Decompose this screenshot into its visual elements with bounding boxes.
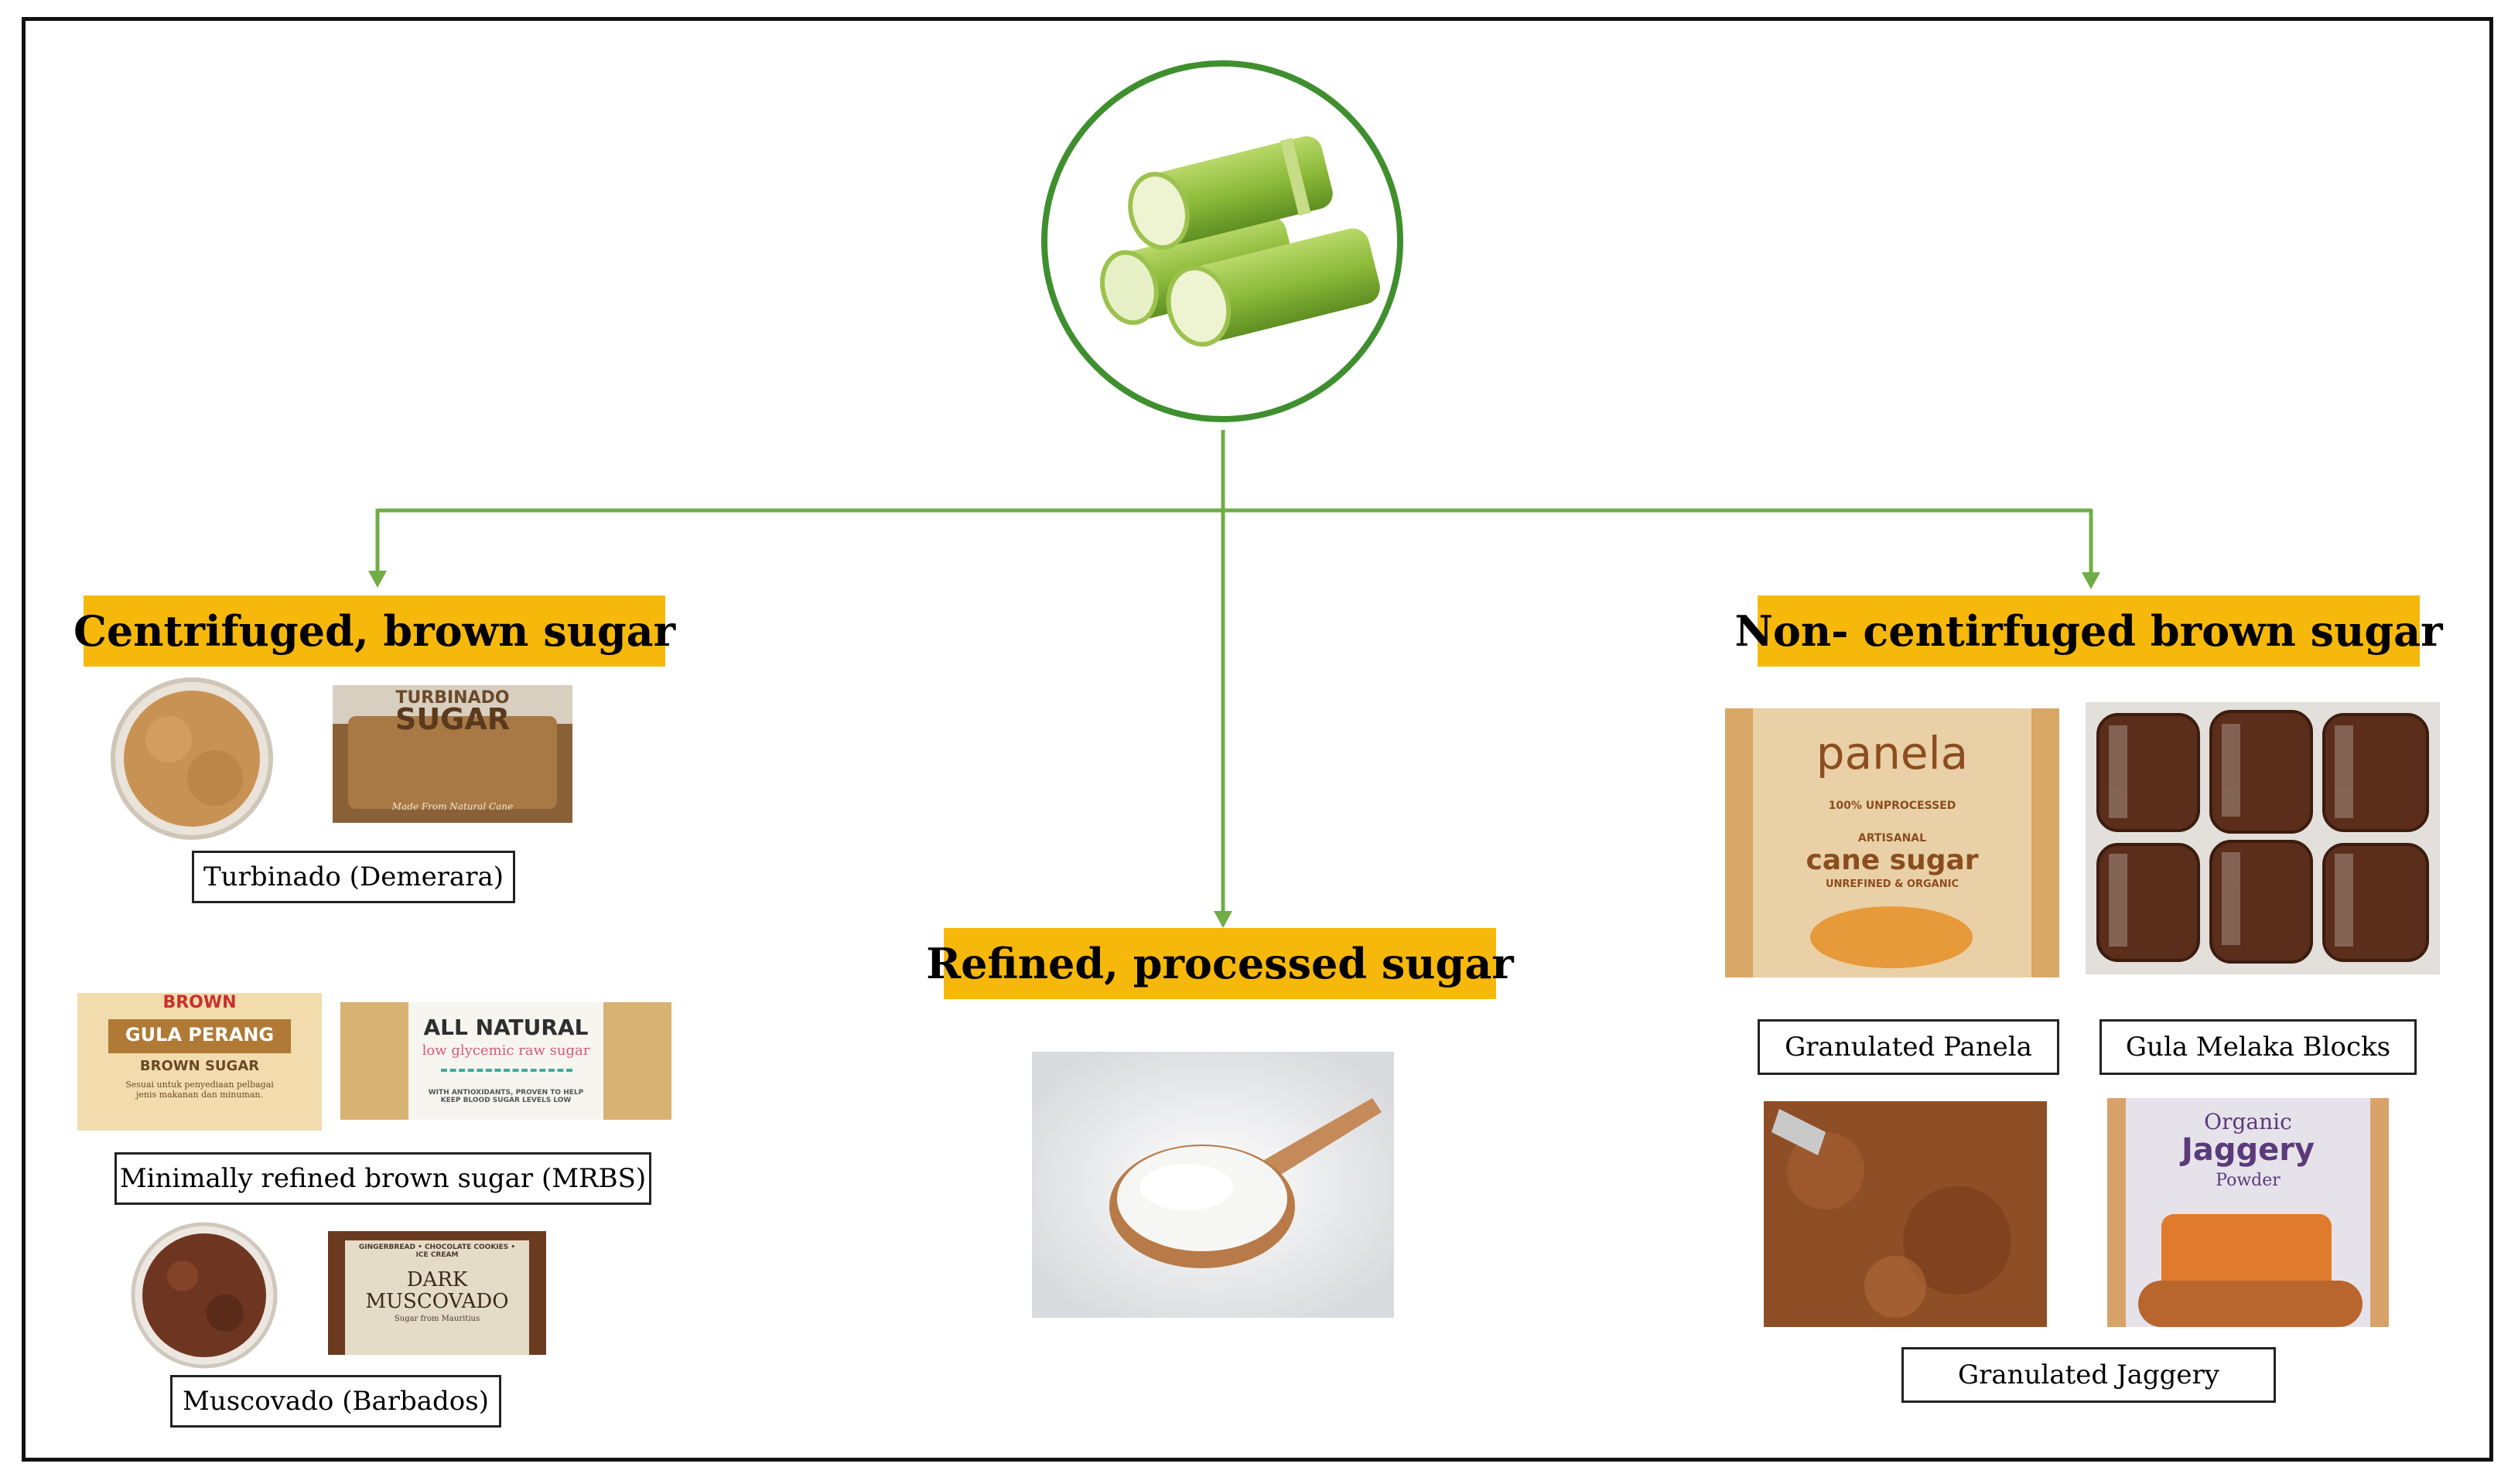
panela-label: Granulated Panela: [1758, 1019, 2059, 1075]
all-natural-line1: ALL NATURAL: [423, 1015, 589, 1040]
sugarcane-icon: [1100, 136, 1380, 347]
dark-muscovado-top: GINGERBREAD • CHOCOLATE COOKIES • ICE CR…: [358, 1243, 516, 1259]
turbinado-label: Turbinado (Demerara): [192, 851, 515, 903]
turbinado-bag-line3: Made From Natural Cane: [391, 801, 514, 812]
gula-perang-line1: GULA PERANG: [125, 1024, 275, 1046]
gula-melaka-label: Gula Melaka Blocks: [2099, 1019, 2417, 1075]
panela-brand: panela: [1816, 727, 1969, 780]
panela-line3: cane sugar: [1806, 844, 1979, 876]
jaggery-powder-image: [1764, 1101, 2047, 1327]
gula-melaka-image: [2086, 702, 2440, 974]
centrifuged-heading: Centrifuged, brown sugar: [73, 595, 675, 667]
dark-muscovado-image: GINGERBREAD • CHOCOLATE COOKIES • ICE CR…: [328, 1231, 546, 1355]
dark-muscovado-line3: Sugar from Mauritius: [394, 1315, 480, 1323]
left-arrowhead: [368, 571, 387, 588]
non-centrifuged-heading: Non- centirfuged brown sugar: [1734, 595, 2443, 667]
jaggery-bag-line3: Powder: [2216, 1171, 2281, 1190]
gula-perang-line3: Sesuai untuk penyediaan pelbagai jenis m…: [125, 1080, 274, 1100]
turbinado-bag-line1: TURBINADO: [395, 688, 510, 708]
sugarcane-circle: [1041, 60, 1403, 422]
dark-muscovado-line1: DARK: [406, 1268, 468, 1291]
jaggery-bag-line2: Jaggery: [2181, 1132, 2315, 1168]
gula-perang-image: BROWN GULA PERANG BROWN SUGAR Sesuai unt…: [77, 993, 322, 1131]
muscovado-bowl-image: [128, 1222, 280, 1369]
turbinado-bag-line2: SUGAR: [395, 702, 511, 736]
all-natural-line3: WITH ANTIOXIDANTS, PROVEN TO HELP KEEP B…: [428, 1089, 584, 1104]
jaggery-bag-image: Organic Jaggery Powder: [2107, 1098, 2389, 1327]
jaggery-bag-line1: Organic: [2204, 1109, 2292, 1134]
all-natural-image: ALL NATURAL low glycemic raw sugar WITH …: [340, 1002, 671, 1120]
muscovado-label: Muscovado (Barbados): [170, 1375, 501, 1428]
gula-perang-line2: BROWN SUGAR: [139, 1058, 260, 1074]
panela-line1: 100% UNPROCESSED: [1828, 800, 1956, 812]
turbinado-bowl-image: [107, 677, 277, 840]
turbinado-bag-image: TURBINADO SUGAR Made From Natural Cane: [333, 685, 572, 823]
mrbs-label: Minimally refined brown sugar (MRBS): [114, 1152, 651, 1205]
panela-bag-image: panela 100% UNPROCESSED ARTISANAL cane s…: [1725, 708, 2059, 977]
refined-heading: Refined, processed sugar: [926, 928, 1514, 999]
center-arrowhead: [1214, 911, 1232, 928]
refined-sugar-spoon-image: [1032, 1052, 1394, 1318]
gula-perang-brand: BROWN: [162, 993, 237, 1012]
dark-muscovado-line2: MUSCOVADO: [365, 1290, 509, 1313]
diagram-frame: [22, 17, 2493, 1462]
jaggery-label: Granulated Jaggery: [1901, 1347, 2276, 1403]
right-arrowhead: [2082, 572, 2100, 589]
panela-line2: ARTISANAL: [1857, 832, 1927, 844]
panela-line4: UNREFINED & ORGANIC: [1825, 878, 1959, 890]
all-natural-line2: low glycemic raw sugar: [422, 1042, 590, 1059]
